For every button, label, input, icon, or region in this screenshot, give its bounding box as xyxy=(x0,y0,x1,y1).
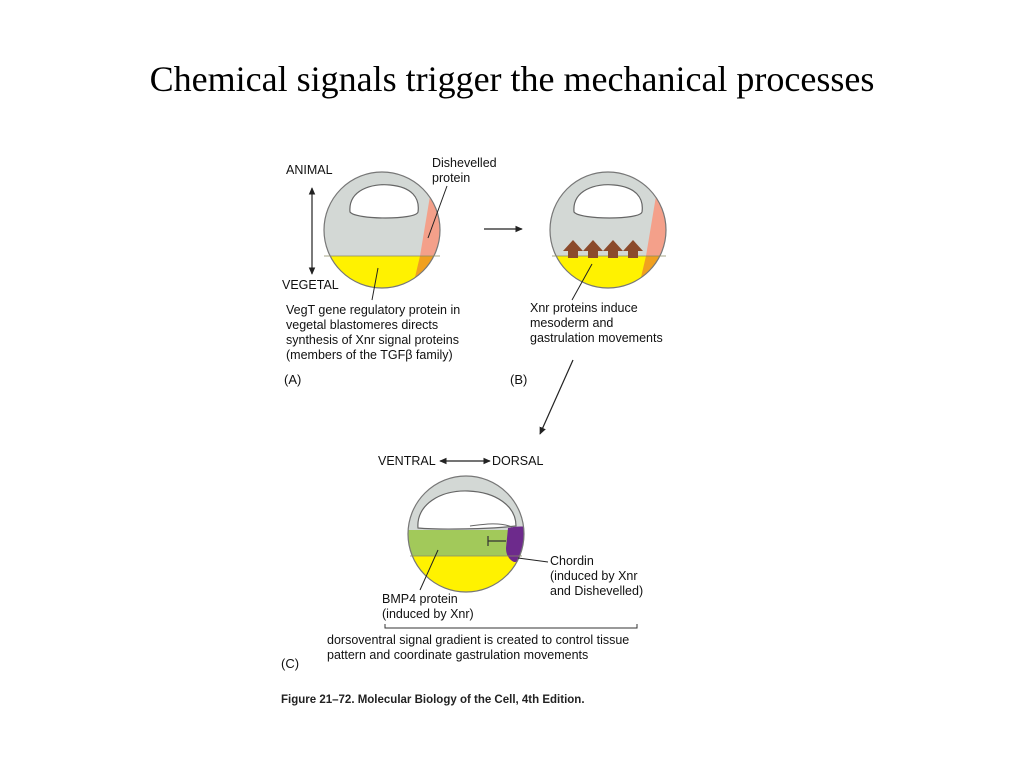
chordin-label: Chordin (induced by Xnr and Dishevelled) xyxy=(550,554,644,598)
chordin-region xyxy=(506,526,524,562)
arrow-b-to-c xyxy=(539,359,574,435)
embryo-a xyxy=(323,171,441,289)
vegetal-label: VEGETAL xyxy=(282,278,339,292)
ventral-label: VENTRAL xyxy=(378,454,436,468)
embryo-c-outline xyxy=(407,475,525,593)
gradient-bracket xyxy=(384,624,638,629)
embryo-b-dishevelled-crescent xyxy=(646,180,666,256)
gradient-description: dorsoventral signal gradient is created … xyxy=(327,633,630,662)
xnr-arrow-3 xyxy=(603,240,623,258)
embryo-c-mesoderm-band xyxy=(408,530,524,556)
xnr-leader-line xyxy=(571,263,593,301)
embryo-b-outline xyxy=(549,171,667,289)
panel-c-label: (C) xyxy=(281,656,300,671)
embryo-a-blastocoel xyxy=(349,184,419,219)
embryo-c-involution-line xyxy=(469,523,513,528)
xnr-arrow-1 xyxy=(563,240,583,258)
embryo-c-blastocoel xyxy=(417,490,517,530)
xnr-arrow-4 xyxy=(623,240,643,258)
bmp4-leader-line xyxy=(419,549,439,591)
vegt-leader-line xyxy=(371,267,379,301)
slide-title: Chemical signals trigger the mechanical … xyxy=(149,59,875,99)
vegt-description: VegT gene regulatory protein in vegetal … xyxy=(286,303,461,362)
dorsal-label: DORSAL xyxy=(492,454,544,468)
panel-b-label: (B) xyxy=(510,372,528,387)
dishevelled-label: Dishevelled protein xyxy=(432,156,497,185)
embryo-b xyxy=(549,171,667,289)
bmp4-label: BMP4 protein (induced by Xnr) xyxy=(382,592,474,621)
animal-label: ANIMAL xyxy=(286,163,333,177)
embryo-c xyxy=(407,475,525,593)
xnr-signal-arrows xyxy=(563,240,643,258)
xnr-arrow-2 xyxy=(583,240,603,258)
embryo-b-blastocoel xyxy=(573,184,643,219)
chordin-inhibition-symbol xyxy=(487,536,506,546)
panel-a-label: (A) xyxy=(284,372,302,387)
figure-caption: Figure 21–72. Molecular Biology of the C… xyxy=(281,694,585,706)
chordin-leader-line xyxy=(517,557,549,563)
dishevelled-leader-line xyxy=(427,185,448,239)
embryo-a-outline xyxy=(323,171,441,289)
embryo-c-vegetal-region xyxy=(408,556,524,592)
xnr-description: Xnr proteins induce mesoderm and gastrul… xyxy=(530,301,663,345)
